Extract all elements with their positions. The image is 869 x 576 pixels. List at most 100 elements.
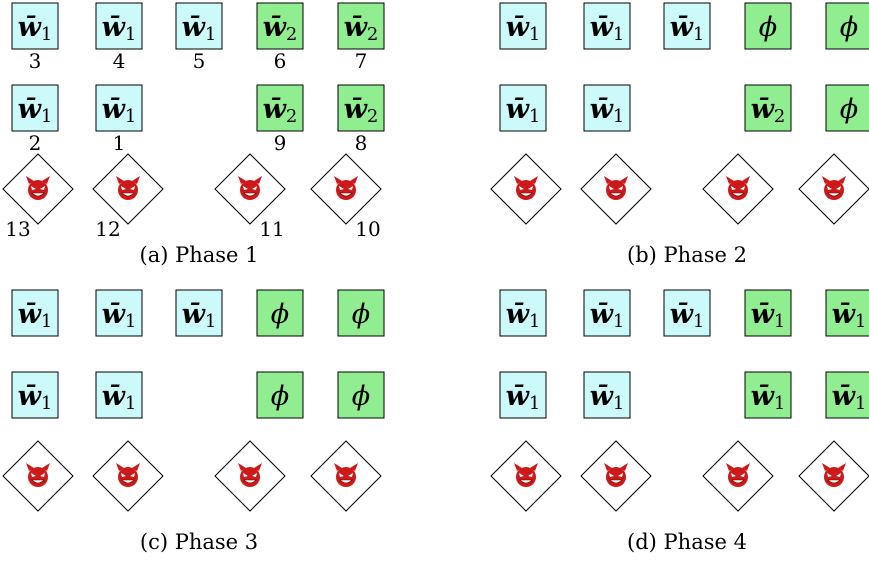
box-symbol: ϕ <box>352 381 370 412</box>
variable-box-row2-1: w̄1 <box>11 371 59 419</box>
variable-box-row1-3: w̄15 <box>175 2 223 73</box>
box-symbol: w̄1 <box>182 12 217 45</box>
variable-box-row1-4: w̄1 <box>744 289 792 337</box>
box-symbol: w̄1 <box>506 94 541 127</box>
devil-icon <box>26 463 50 487</box>
variable-box-row1-1: w̄1 <box>11 289 59 337</box>
variable-box-row1-5: w̄27 <box>337 2 385 73</box>
node-index-label: 3 <box>29 49 42 73</box>
variable-box-row2-4: ϕ <box>256 371 304 419</box>
adversary-node-4 <box>310 440 382 512</box>
devil-icon <box>238 463 262 487</box>
variable-box-row1-4: ϕ <box>256 289 304 337</box>
variable-box-row2-1: w̄1 <box>499 84 547 132</box>
box-symbol: ϕ <box>352 299 370 330</box>
box-symbol: w̄1 <box>18 94 53 127</box>
box-symbol: w̄1 <box>18 12 53 45</box>
box-symbol: w̄1 <box>751 381 786 414</box>
box-symbol: w̄1 <box>751 299 786 332</box>
box-symbol: w̄1 <box>506 381 541 414</box>
variable-box-row2-5: w̄28 <box>337 84 385 155</box>
devil-icon <box>822 176 846 200</box>
variable-box-row2-4: w̄2 <box>744 84 792 132</box>
devil-icon <box>334 176 358 200</box>
box-symbol: ϕ <box>271 299 289 330</box>
adversary-node-4: 10 <box>310 153 382 241</box>
box-symbol: ϕ <box>759 12 777 43</box>
adversary-node-2 <box>92 440 164 512</box>
node-index-label: 8 <box>355 131 368 155</box>
variable-box-row1-3: w̄1 <box>663 2 711 50</box>
devil-icon <box>726 176 750 200</box>
variable-box-row1-1: w̄13 <box>11 2 59 73</box>
adversary-node-4 <box>798 440 869 512</box>
adversary-node-2: 12 <box>92 153 164 241</box>
variable-box-row1-1: w̄1 <box>499 289 547 337</box>
variable-box-row2-2: w̄1 <box>95 371 143 419</box>
box-symbol: w̄1 <box>182 299 217 332</box>
adversary-node-3 <box>702 153 774 225</box>
panel-caption: (d) Phase 4 <box>627 530 747 554</box>
box-symbol: w̄1 <box>670 299 705 332</box>
node-index-label: 10 <box>355 217 380 241</box>
variable-box-row1-2: w̄1 <box>583 289 631 337</box>
box-symbol: w̄1 <box>670 12 705 45</box>
variable-box-row1-3: w̄1 <box>175 289 223 337</box>
box-symbol: w̄1 <box>102 381 137 414</box>
box-symbol: w̄2 <box>751 94 786 127</box>
box-symbol: w̄2 <box>344 94 379 127</box>
adversary-node-3 <box>214 440 286 512</box>
box-symbol: w̄1 <box>102 299 137 332</box>
variable-box-row2-1: w̄12 <box>11 84 59 155</box>
variable-box-row2-5: ϕ <box>337 371 385 419</box>
devil-icon <box>514 176 538 200</box>
variable-box-row2-1: w̄1 <box>499 371 547 419</box>
variable-box-row2-4: w̄29 <box>256 84 304 155</box>
devil-icon <box>726 463 750 487</box>
variable-box-row1-5: ϕ <box>825 2 869 50</box>
variable-box-row1-2: w̄1 <box>583 2 631 50</box>
devil-icon <box>238 176 262 200</box>
box-symbol: ϕ <box>840 12 858 43</box>
variable-box-row1-2: w̄14 <box>95 2 143 73</box>
devil-icon <box>116 463 140 487</box>
variable-box-row2-2: w̄1 <box>583 84 631 132</box>
variable-box-row1-4: ϕ <box>744 2 792 50</box>
devil-icon <box>116 176 140 200</box>
box-symbol: w̄1 <box>18 381 53 414</box>
variable-box-row2-2: w̄11 <box>95 84 143 155</box>
box-symbol: w̄1 <box>590 12 625 45</box>
adversary-node-1: 13 <box>2 153 74 241</box>
adversary-node-2 <box>580 440 652 512</box>
node-index-label: 12 <box>95 217 120 241</box>
box-symbol: w̄1 <box>590 94 625 127</box>
phase-panel-3: w̄1 w̄1 w̄1 ϕ ϕ w̄1 w̄1 ϕ ϕ (c) Phase 3 <box>2 289 385 554</box>
box-symbol: w̄2 <box>263 12 298 45</box>
devil-icon <box>334 463 358 487</box>
variable-box-row2-2: w̄1 <box>583 371 631 419</box>
node-index-label: 4 <box>113 49 126 73</box>
adversary-node-3 <box>702 440 774 512</box>
box-symbol: w̄1 <box>18 299 53 332</box>
adversary-node-3: 11 <box>214 153 286 241</box>
variable-box-row1-4: w̄26 <box>256 2 304 73</box>
devil-icon <box>26 176 50 200</box>
variable-box-row2-5: w̄1 <box>825 371 869 419</box>
panel-caption: (c) Phase 3 <box>140 530 258 554</box>
panel-caption: (b) Phase 2 <box>627 243 747 267</box>
variable-box-row1-5: ϕ <box>337 289 385 337</box>
box-symbol: w̄1 <box>590 299 625 332</box>
box-symbol: w̄1 <box>590 381 625 414</box>
devil-icon <box>822 463 846 487</box>
node-index-label: 6 <box>274 49 287 73</box>
adversary-node-2 <box>580 153 652 225</box>
variable-box-row1-1: w̄1 <box>499 2 547 50</box>
box-symbol: w̄1 <box>102 12 137 45</box>
node-index-label: 11 <box>259 217 284 241</box>
box-symbol: ϕ <box>271 381 289 412</box>
node-index-label: 1 <box>113 131 126 155</box>
